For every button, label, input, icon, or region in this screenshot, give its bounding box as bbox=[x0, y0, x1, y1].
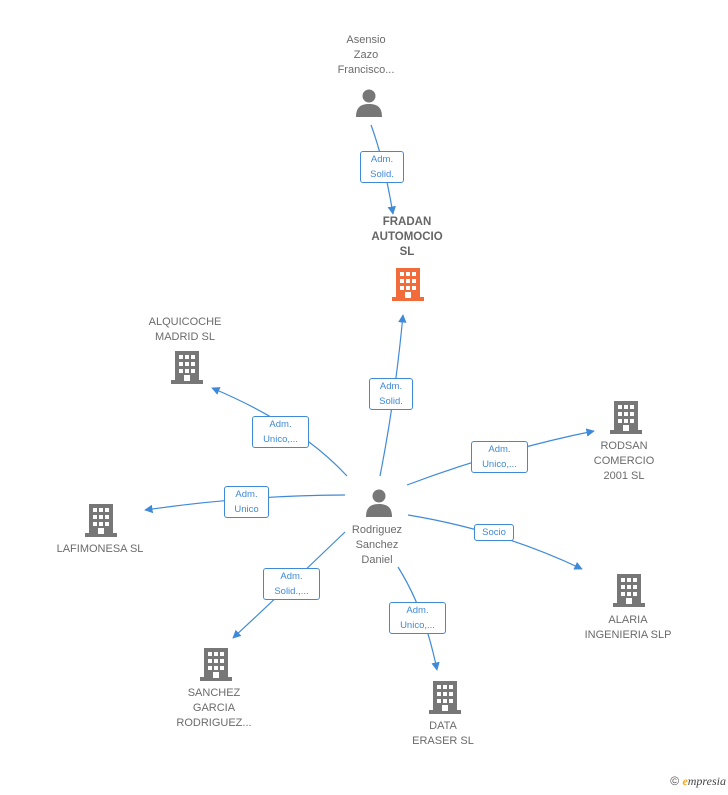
node-label-fradan: FRADAN AUTOMOCIO SL bbox=[371, 216, 443, 258]
node-label-sanchez: SANCHEZ GARCIA RODRIGUEZ... bbox=[176, 687, 252, 729]
edge-label-rodriguez-alquicoche[interactable]: Adm. Unico,... bbox=[252, 416, 309, 448]
building-icon[interactable] bbox=[612, 572, 646, 608]
edge-label-rodriguez-sanchez[interactable]: Adm. Solid.,... bbox=[263, 568, 320, 600]
building-icon[interactable] bbox=[609, 399, 643, 435]
node-label-rodsan: RODSAN COMERCIO 2001 SL bbox=[593, 440, 655, 482]
person-icon[interactable] bbox=[354, 88, 384, 118]
edge-label-asensio-fradan[interactable]: Adm. Solid. bbox=[360, 151, 404, 183]
edge-label-rodriguez-fradan[interactable]: Adm. Solid. bbox=[369, 378, 413, 410]
edge-label-rodriguez-alaria[interactable]: Socio bbox=[474, 524, 514, 541]
brand-footer: © empresia bbox=[670, 774, 726, 789]
building-icon[interactable] bbox=[391, 266, 425, 302]
node-label-lafimonesa: LAFIMONESA SL bbox=[56, 543, 144, 555]
node-label-rodriguez: Rodriguez Sanchez Daniel bbox=[351, 524, 403, 566]
building-icon[interactable] bbox=[199, 646, 233, 682]
edge-label-rodriguez-dataeraser[interactable]: Adm. Unico,... bbox=[389, 602, 446, 634]
node-label-alquicoche: ALQUICOCHE MADRID SL bbox=[148, 316, 222, 343]
person-icon[interactable] bbox=[364, 488, 394, 518]
edge-label-rodriguez-lafimonesa[interactable]: Adm. Unico bbox=[224, 486, 269, 518]
copyright-icon: © bbox=[670, 774, 680, 788]
node-label-asensio: Asensio Zazo Francisco... bbox=[337, 34, 395, 76]
brand-name: mpresia bbox=[687, 774, 726, 788]
node-label-dataeraser: DATA ERASER SL bbox=[412, 720, 474, 747]
brand-logo[interactable]: empresia bbox=[682, 774, 726, 788]
building-icon[interactable] bbox=[170, 349, 204, 385]
edge-label-rodriguez-rodsan[interactable]: Adm. Unico,... bbox=[471, 441, 528, 473]
node-label-alaria: ALARIA INGENIERIA SLP bbox=[584, 614, 672, 641]
building-icon[interactable] bbox=[84, 502, 118, 538]
brand-initial: e bbox=[682, 774, 688, 788]
building-icon[interactable] bbox=[428, 679, 462, 715]
